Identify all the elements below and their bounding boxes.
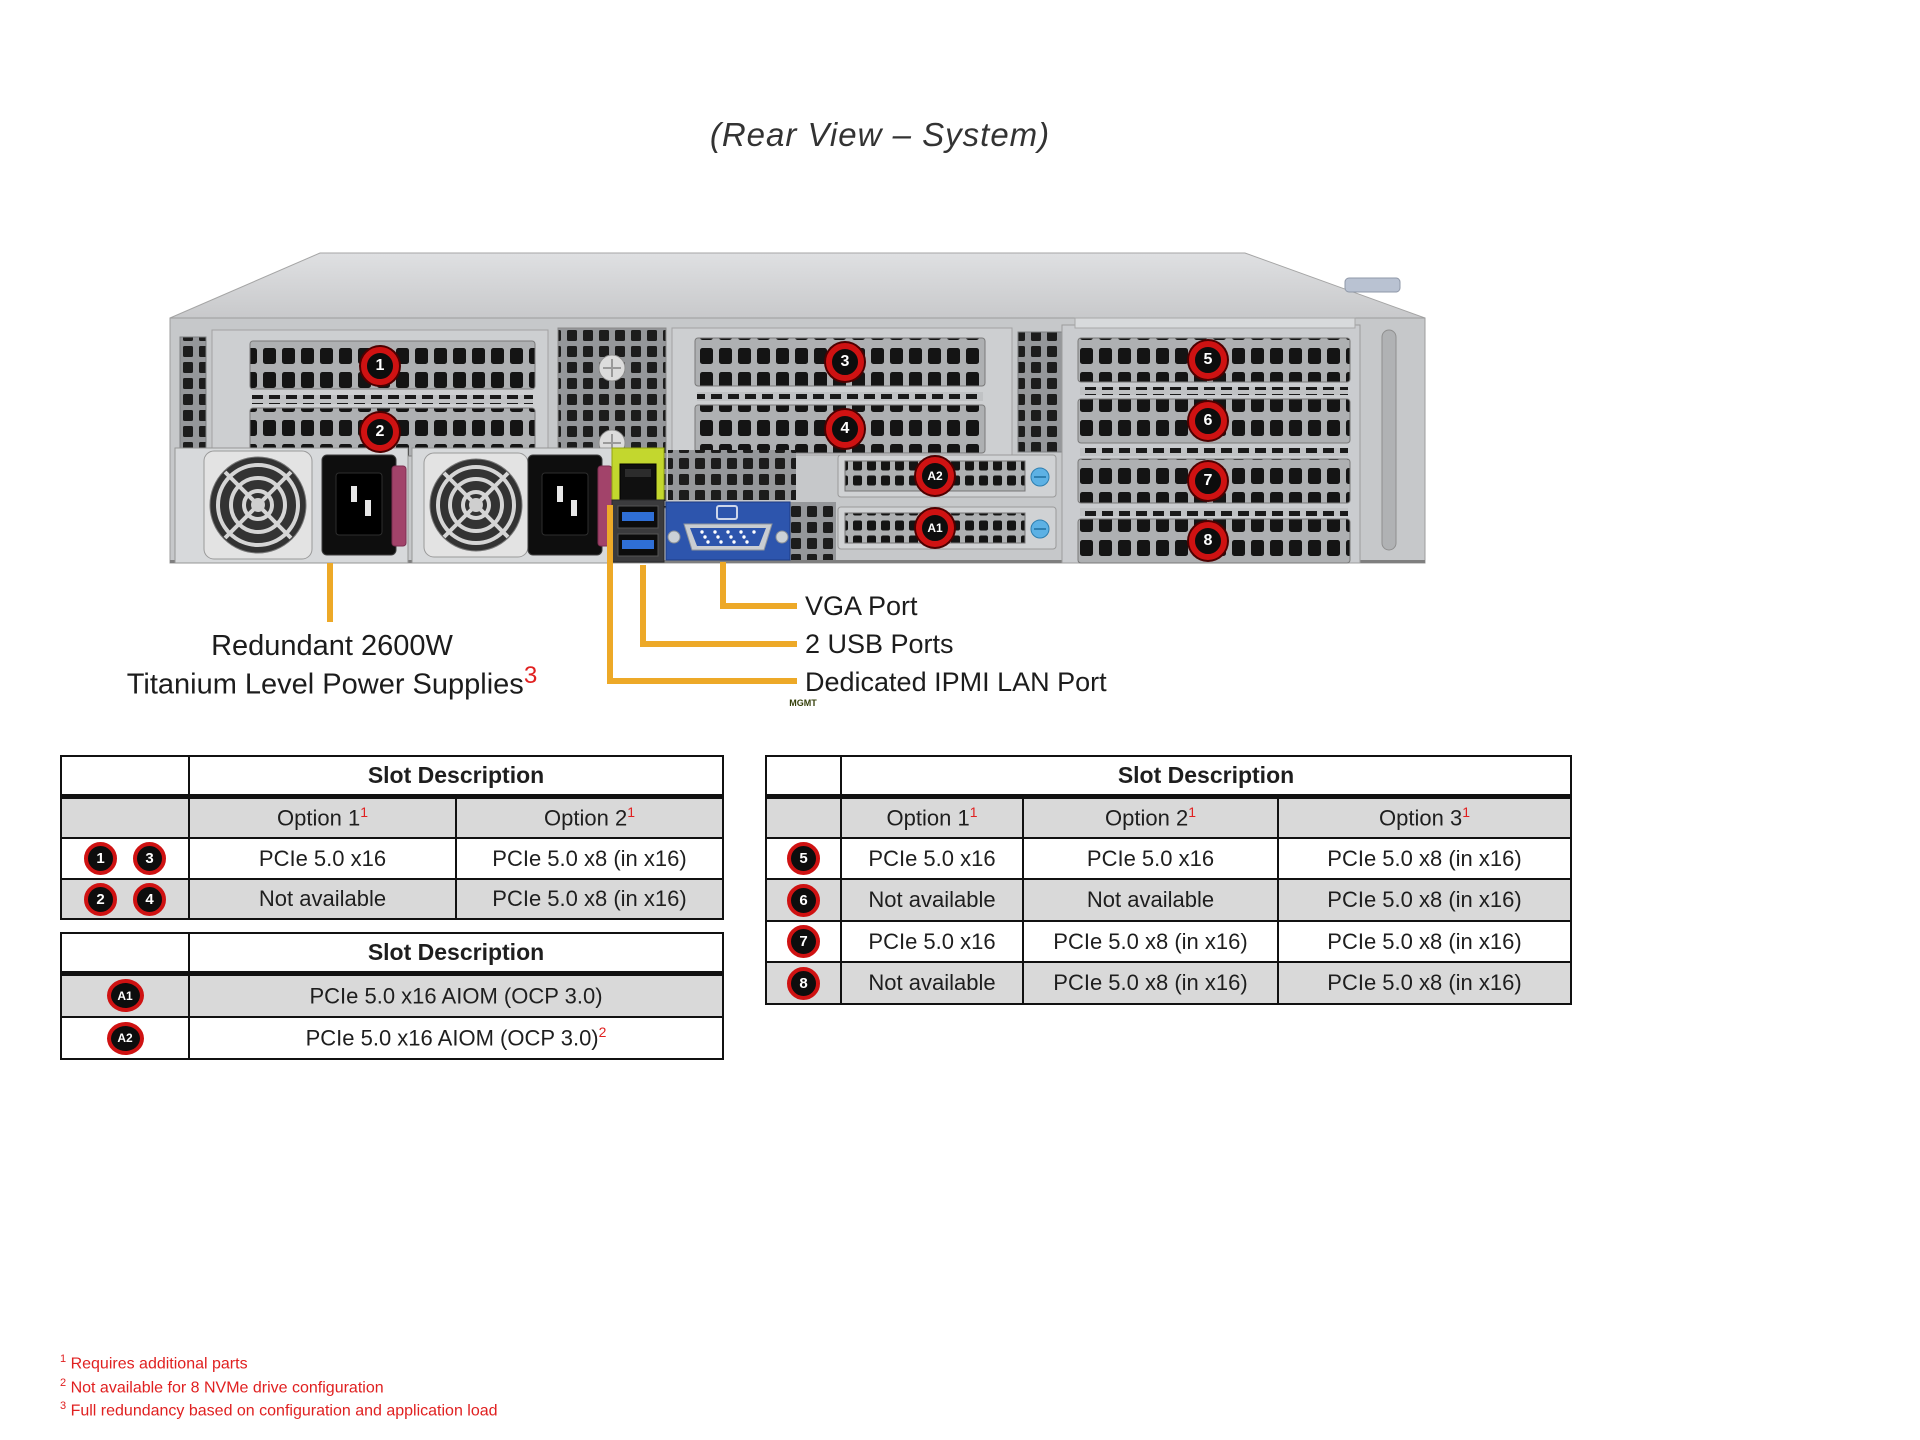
- slot-badge-1: 1: [84, 842, 117, 875]
- callout-7: 7: [1189, 462, 1227, 500]
- table-row: A2 PCIe 5.0 x16 AIOM (OCP 3.0)2: [60, 1016, 724, 1060]
- slot-table-5-8: Slot Description Option 11 Option 21 Opt…: [765, 755, 1572, 1005]
- slot-badge-7: 7: [787, 925, 820, 958]
- table-cell: PCIe 5.0 x8 (in x16): [1277, 920, 1572, 963]
- column-header: Option 11: [840, 795, 1024, 839]
- slot-badge-8: 8: [787, 966, 820, 1000]
- left-vent-column: [179, 336, 207, 449]
- table-cell: PCIe 5.0 x8 (in x16): [1022, 961, 1279, 1005]
- vent-grid: [790, 502, 836, 560]
- callout-2: 2: [361, 413, 399, 451]
- psu-label-line1: Redundant 2600W: [211, 630, 453, 662]
- table-header: Slot Description: [187, 755, 725, 799]
- column-header: Option 31: [1277, 795, 1572, 839]
- vga-callout-line: [720, 562, 797, 609]
- table-cell: Not available: [840, 961, 1024, 1005]
- table-cell: PCIe 5.0 x16: [1022, 837, 1279, 880]
- usb-ports: [611, 499, 665, 563]
- table-cell: Not available: [188, 878, 457, 920]
- callout-6: 6: [1189, 402, 1227, 440]
- empty-header-cell: [765, 755, 842, 799]
- lid-latch: [1344, 277, 1401, 293]
- slot-badge-a2: A2: [106, 1021, 144, 1055]
- table-cell: Not available: [1022, 878, 1279, 922]
- page-title: (Rear View – System): [709, 116, 1051, 153]
- table-header: Slot Description: [840, 755, 1572, 799]
- slot-badge-2: 2: [84, 882, 117, 916]
- table-cell: PCIe 5.0 x8 (in x16): [1277, 878, 1572, 922]
- slot-table-aiom: Slot Description A1 PCIe 5.0 x16 AIOM (O…: [60, 932, 724, 1060]
- callout-4: 4: [826, 410, 864, 448]
- psu-label-line2: Titanium Level Power Supplies3: [126, 662, 538, 702]
- empty-header-cell: [60, 932, 190, 976]
- slot-badge-6: 6: [787, 883, 820, 917]
- vga-port: [665, 501, 791, 561]
- column-header: Option 21: [1022, 795, 1279, 839]
- slot-divider-vent: [252, 395, 533, 404]
- callout-5: 5: [1189, 341, 1227, 379]
- rail-bar: [1074, 317, 1356, 329]
- footnote-2: 2 Not available for 8 NVMe drive configu…: [60, 1376, 384, 1396]
- ipmi-callout-line: [607, 505, 797, 684]
- column-header: Option 21: [454, 795, 725, 839]
- callout-a2: A2: [916, 457, 954, 495]
- table-row: 8 Not available PCIe 5.0 x8 (in x16) PCI…: [765, 961, 1572, 1005]
- annotation-lines: [327, 505, 797, 684]
- empty-header-cell: [60, 755, 190, 799]
- chassis-bottom-edge: [170, 560, 1425, 563]
- slot-badge-5: 5: [787, 842, 820, 875]
- table-cell: PCIe 5.0 x16: [840, 837, 1024, 880]
- table-cell: PCIe 5.0 x8 (in x16): [454, 878, 725, 920]
- ipmi-lan-port: [611, 447, 665, 506]
- table-cell: Not available: [840, 878, 1024, 922]
- callout-8: 8: [1189, 522, 1227, 560]
- column-header: Option 11: [188, 795, 457, 839]
- slot-badge-4: 4: [133, 882, 166, 916]
- table-cell: PCIe 5.0 x8 (in x16): [1277, 837, 1572, 880]
- footnotes: 1 Requires additional parts 2 Not availa…: [60, 1352, 498, 1423]
- slot-badge-3: 3: [133, 842, 166, 875]
- psu-clip: [391, 465, 407, 547]
- slot-badge-a1: A1: [106, 979, 144, 1013]
- vent-grid: [668, 450, 796, 500]
- chassis-handle: [1381, 329, 1397, 551]
- table-cell: PCIe 5.0 x8 (in x16): [454, 837, 725, 880]
- table-row: 1 3 PCIe 5.0 x16 PCIe 5.0 x8 (in x16): [60, 837, 725, 880]
- table-cell: PCIe 5.0 x8 (in x16): [1277, 961, 1572, 1005]
- table-cell: PCIe 5.0 x16: [840, 920, 1024, 963]
- monitor-icon: [716, 505, 738, 520]
- mid-vent-column: [1017, 331, 1063, 453]
- footnote-3: 3 Full redundancy based on configuration…: [60, 1400, 498, 1420]
- power-supply-2: [411, 447, 613, 564]
- mgmt-port-label: MGMT: [789, 698, 817, 708]
- usb-ports-label: 2 USB Ports: [805, 629, 954, 659]
- psu-label: Redundant 2600W Titanium Level Power Sup…: [117, 630, 547, 702]
- usb-callout-line: [640, 565, 797, 647]
- vga-port-label: VGA Port: [805, 591, 918, 621]
- table-cell: PCIe 5.0 x16 AIOM (OCP 3.0): [188, 972, 724, 1018]
- table-cell: PCIe 5.0 x16: [188, 837, 457, 880]
- table-header: Slot Description: [188, 932, 724, 976]
- table-row: 5 PCIe 5.0 x16 PCIe 5.0 x16 PCIe 5.0 x8 …: [765, 837, 1572, 880]
- callout-1: 1: [361, 347, 399, 385]
- table-cell: PCIe 5.0 x16 AIOM (OCP 3.0)2: [188, 1016, 724, 1060]
- power-supply-1: [174, 447, 409, 564]
- ipmi-lan-label: Dedicated IPMI LAN Port: [805, 667, 1107, 697]
- table-row: 7 PCIe 5.0 x16 PCIe 5.0 x8 (in x16) PCIe…: [765, 920, 1572, 963]
- table-cell: PCIe 5.0 x8 (in x16): [1022, 920, 1279, 963]
- slot-divider-vent: [697, 392, 983, 401]
- table-row: A1 PCIe 5.0 x16 AIOM (OCP 3.0): [60, 972, 724, 1018]
- slot-table-1-4: Slot Description Option 11 Option 21 1 3…: [60, 755, 725, 920]
- footnote-1: 1 Requires additional parts: [60, 1353, 248, 1373]
- table-row: 6 Not available Not available PCIe 5.0 x…: [765, 878, 1572, 922]
- table-row: 2 4 Not available PCIe 5.0 x8 (in x16): [60, 878, 725, 920]
- chassis-lid: [169, 252, 1426, 319]
- callout-3: 3: [826, 343, 864, 381]
- callout-a1: A1: [916, 509, 954, 547]
